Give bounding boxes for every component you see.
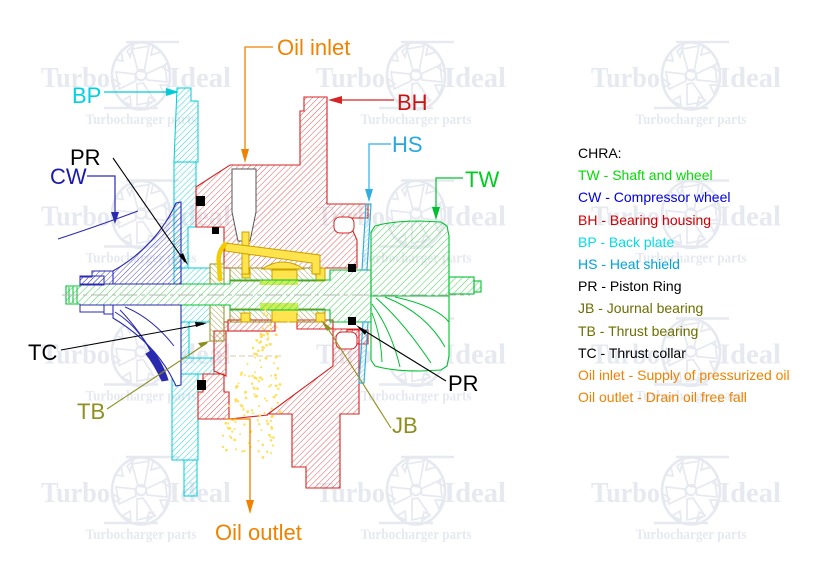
svg-text:Oil inlet: Oil inlet (277, 35, 350, 60)
svg-text:JB: JB (392, 413, 418, 438)
svg-text:TC: TC (28, 340, 57, 365)
svg-text:CW: CW (50, 164, 87, 189)
svg-text:HS - Heat shield: HS - Heat shield (578, 256, 680, 272)
svg-text:TC - Thrust collar: TC - Thrust collar (578, 345, 686, 361)
svg-text:BP - Back plate: BP - Back plate (578, 234, 674, 250)
svg-text:PR: PR (70, 145, 101, 170)
svg-text:TB: TB (77, 399, 105, 424)
svg-text:BH: BH (397, 90, 428, 115)
svg-text:JB - Journal bearing: JB - Journal bearing (578, 300, 703, 316)
svg-text:BP: BP (72, 83, 101, 108)
svg-text:BH - Bearing housing: BH - Bearing housing (578, 212, 711, 228)
svg-text:PR: PR (448, 371, 479, 396)
svg-text:TW: TW (465, 167, 499, 192)
svg-text:PR - Piston Ring: PR - Piston Ring (578, 278, 681, 294)
svg-text:Oil outlet - Drain oil free fa: Oil outlet - Drain oil free fall (578, 389, 747, 405)
svg-text:Oil outlet: Oil outlet (215, 520, 302, 545)
svg-text:HS: HS (392, 132, 423, 157)
svg-text:CHRA:: CHRA: (578, 145, 622, 161)
svg-text:CW - Compressor wheel: CW - Compressor wheel (578, 189, 730, 205)
svg-text:TB - Thrust bearing: TB - Thrust bearing (578, 323, 698, 339)
svg-text:Oil inlet - Supply of pressuri: Oil inlet - Supply of pressurized oil (578, 367, 790, 383)
svg-text:TW - Shaft and wheel: TW - Shaft and wheel (578, 167, 713, 183)
